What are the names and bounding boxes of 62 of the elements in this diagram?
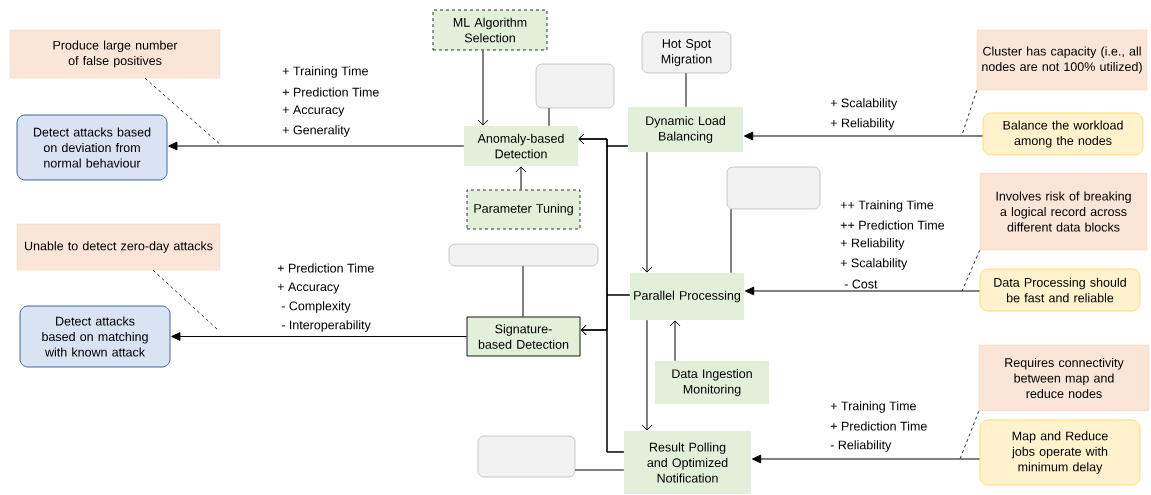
metric-text: - Cost <box>844 279 878 289</box>
process-box: Signature-based Detection <box>466 316 581 357</box>
connector-line <box>548 107 550 127</box>
metric-text: - Reliability <box>830 440 892 452</box>
outcome-box: Detect attacks based on matching with known attack <box>19 305 171 368</box>
arrow <box>477 49 489 126</box>
connector-line <box>574 469 625 471</box>
metric-text: + Scalability <box>830 98 898 110</box>
note-box: Produce large number of false positives <box>9 29 221 79</box>
leader-line <box>961 249 981 292</box>
metric-text: ++ Training Time <box>840 200 934 212</box>
leader-line <box>959 410 980 460</box>
metric-text: + Reliability <box>840 238 905 250</box>
metric-text: + Scalability <box>840 258 908 270</box>
goal-box: Data Processing should be fast and reliable <box>979 268 1141 312</box>
arrow <box>171 332 468 341</box>
metric-text: + Training Time <box>282 66 368 78</box>
metric-text: + Training Time <box>830 401 916 413</box>
metric-text: + Reliability <box>830 118 895 130</box>
connector-line <box>522 265 524 318</box>
metric-text: + Generality <box>282 125 350 137</box>
metric-text: + Prediction Time <box>282 87 379 97</box>
arrow <box>580 324 625 453</box>
leader-line <box>152 269 219 331</box>
tool-box <box>448 243 599 267</box>
metric-text: + Prediction Time <box>277 263 374 273</box>
metric-text: + Prediction Time <box>830 421 927 431</box>
connector-line <box>730 208 732 274</box>
process-box: Anomaly-based Detection <box>464 126 578 166</box>
metric-text: - Interoperability <box>281 320 371 332</box>
note-box: Unable to detect zero-day attacks <box>16 223 221 271</box>
arrow <box>641 319 653 431</box>
note-box: Involves risk of breaking a logical record across different data blocks <box>979 172 1148 251</box>
leader-line <box>961 89 978 136</box>
process-box: ML Algorithm Selection <box>432 9 548 51</box>
leader-line <box>144 77 223 147</box>
tool-box <box>477 435 576 478</box>
metric-text: + Accuracy <box>277 282 340 294</box>
process-box: Parallel Processing <box>630 273 744 320</box>
arrow <box>168 141 465 151</box>
process-box: Parameter Tuning <box>466 189 581 230</box>
tool-box: Hot Spot Migration <box>641 31 732 74</box>
note-box: Requires connectivity between map and reduce nodes <box>978 344 1150 412</box>
arrow <box>515 166 527 191</box>
process-box: Dynamic Load Balancing <box>628 107 743 152</box>
arrow <box>751 454 981 464</box>
tool-box <box>726 166 821 210</box>
process-box: Result Polling and Optimized Notification <box>624 431 751 494</box>
goal-box: Balance the workload among the nodes <box>982 112 1144 156</box>
connector-line <box>685 72 687 108</box>
arrow <box>641 151 653 273</box>
process-box: Data Ingestion Monitoring <box>655 361 769 404</box>
arrow <box>743 131 984 141</box>
tool-box <box>535 63 615 109</box>
note-box: Cluster has capacity (i.e., all nodes are not 100% utilized) <box>976 29 1148 91</box>
metric-text: + Accuracy <box>282 105 345 117</box>
metric-text: ++ Prediction Time <box>840 220 945 230</box>
goal-box: Map and Reduce jobs operate with minimum delay <box>979 419 1141 486</box>
outcome-box: Detect attacks based on deviation from normal behaviour <box>16 114 168 181</box>
arrow <box>669 320 681 362</box>
metric-text: - Complexity <box>281 301 351 313</box>
arrow <box>744 286 981 296</box>
